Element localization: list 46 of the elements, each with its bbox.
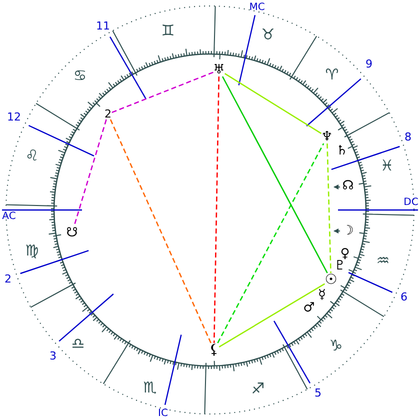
- planet-symbol: ⚸: [208, 343, 220, 357]
- zodiac-sign-symbol: ♓: [380, 158, 394, 174]
- aspect-line: [73, 119, 107, 227]
- aspect-line: [224, 73, 322, 134]
- planet-symbol: ☊: [342, 180, 354, 192]
- planet-symbol: ♂: [303, 302, 315, 314]
- planet-symbol: ☋: [66, 226, 78, 240]
- zodiac-sign-symbol: ♍: [25, 244, 39, 258]
- aspect-line: [213, 76, 220, 344]
- house-number: 11: [96, 20, 110, 32]
- planet-symbol: ☿: [318, 288, 326, 302]
- aspect-line: [222, 76, 328, 274]
- planet-symbol: ♅: [213, 64, 225, 76]
- planet-symbol: ☉: [324, 273, 338, 287]
- planet-symbol: ♀: [340, 248, 350, 260]
- planet-symbol: ♆: [321, 130, 333, 144]
- house-number: 9: [366, 58, 372, 70]
- angle-label: AC: [2, 212, 16, 222]
- aspect-line: [217, 143, 324, 344]
- planet-symbol: ☽: [342, 224, 354, 238]
- house-number: 3: [50, 350, 56, 362]
- house-number: 8: [404, 132, 412, 142]
- house-number: 6: [400, 292, 408, 302]
- house-number: 2: [4, 274, 12, 284]
- zodiac-sign-symbol: ♑: [329, 338, 343, 354]
- aspect-line: [110, 119, 212, 344]
- aspect-line: [218, 283, 326, 348]
- planet-symbol: ♇: [334, 260, 346, 272]
- zodiac-sign-symbol: ♐: [251, 382, 265, 396]
- aspect-line: [111, 72, 214, 114]
- zodiac-sign-symbol: ♏: [143, 380, 157, 396]
- zodiac-sign-symbol: ♈: [325, 68, 339, 82]
- aspect-line: [326, 143, 332, 274]
- angle-label: DC: [404, 198, 418, 208]
- house-number: 12: [7, 112, 21, 122]
- zodiac-sign-symbol: ♒: [376, 254, 390, 268]
- zodiac-sign-symbol: ♎: [71, 336, 85, 352]
- point-label: 2: [104, 108, 112, 120]
- planet-symbol: ♄: [336, 144, 348, 158]
- zodiac-sign-symbol: ♊: [161, 24, 175, 38]
- zodiac-sign-symbol: ♌: [25, 148, 39, 164]
- zodiac-sign-symbol: ♋: [73, 68, 87, 84]
- angle-label: MC: [249, 3, 265, 13]
- house-number: 5: [314, 388, 322, 398]
- angle-label: IC: [158, 409, 168, 419]
- zodiac-sign-symbol: ♉: [261, 28, 275, 42]
